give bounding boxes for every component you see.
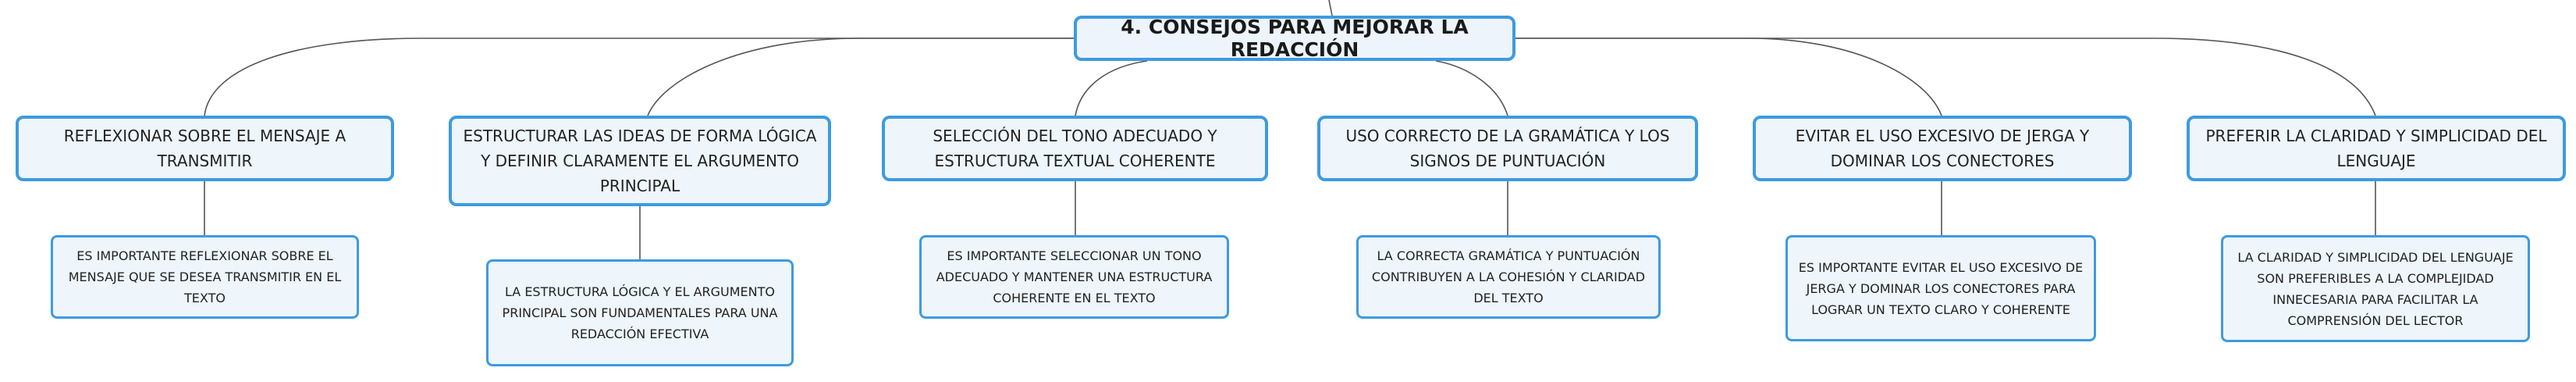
detail-node-3-text: ES IMPORTANTE SELECCIONAR UN TONO ADECUA… xyxy=(936,248,1213,305)
branch-node-5-label: EVITAR EL USO EXCESIVO DE JERGA Y DOMINA… xyxy=(1795,127,2090,170)
detail-node-2[interactable]: LA ESTRUCTURA LÓGICA Y EL ARGUMENTO PRIN… xyxy=(486,259,794,366)
connector-branch-5 xyxy=(1515,37,1942,116)
connector-branch-2 xyxy=(647,37,1074,116)
central-topic-label: 4. CONSEJOS PARA MEJORAR LA REDACCIÓN xyxy=(1121,16,1469,61)
detail-node-6-text: LA CLARIDAD Y SIMPLICIDAD DEL LENGUAJE S… xyxy=(2237,249,2514,328)
detail-node-5-text: ES IMPORTANTE EVITAR EL USO EXCESIVO DE … xyxy=(1798,259,2084,317)
branch-node-3[interactable]: SELECCIÓN DEL TONO ADECUADO Y ESTRUCTURA… xyxy=(882,116,1268,181)
connector-branch-4 xyxy=(1435,60,1508,116)
detail-node-4-text: LA CORRECTA GRAMÁTICA Y PUNTUACIÓN CONTR… xyxy=(1371,248,1646,305)
branch-node-5[interactable]: EVITAR EL USO EXCESIVO DE JERGA Y DOMINA… xyxy=(1753,116,2132,181)
connector-root-top xyxy=(1328,0,1333,16)
connector-branch-1 xyxy=(204,37,1074,116)
detail-node-2-text: LA ESTRUCTURA LÓGICA Y EL ARGUMENTO PRIN… xyxy=(502,284,778,341)
branch-node-4[interactable]: USO CORRECTO DE LA GRAMÁTICA Y LOS SIGNO… xyxy=(1317,116,1698,181)
branch-node-4-label: USO CORRECTO DE LA GRAMÁTICA Y LOS SIGNO… xyxy=(1345,127,1670,170)
branch-node-6[interactable]: PREFERIR LA CLARIDAD Y SIMPLICIDAD DEL L… xyxy=(2187,116,2566,181)
connector-branch-3 xyxy=(1075,60,1148,116)
detail-node-1[interactable]: ES IMPORTANTE REFLEXIONAR SOBRE EL MENSA… xyxy=(51,235,359,319)
detail-node-6[interactable]: LA CLARIDAD Y SIMPLICIDAD DEL LENGUAJE S… xyxy=(2221,235,2530,342)
branch-node-2-label: ESTRUCTURAR LAS IDEAS DE FORMA LÓGICA Y … xyxy=(463,127,817,195)
detail-node-3[interactable]: ES IMPORTANTE SELECCIONAR UN TONO ADECUA… xyxy=(919,235,1229,319)
central-topic[interactable]: 4. CONSEJOS PARA MEJORAR LA REDACCIÓN xyxy=(1074,16,1515,61)
branch-node-3-label: SELECCIÓN DEL TONO ADECUADO Y ESTRUCTURA… xyxy=(933,127,1217,170)
detail-node-5[interactable]: ES IMPORTANTE EVITAR EL USO EXCESIVO DE … xyxy=(1785,235,2096,341)
branch-node-6-label: PREFERIR LA CLARIDAD Y SIMPLICIDAD DEL L… xyxy=(2205,127,2547,170)
branch-node-1-label: REFLEXIONAR SOBRE EL MENSAJE A TRANSMITI… xyxy=(63,127,346,170)
detail-node-4[interactable]: LA CORRECTA GRAMÁTICA Y PUNTUACIÓN CONTR… xyxy=(1356,235,1661,319)
connector-branch-6 xyxy=(1515,37,2376,116)
branch-node-2[interactable]: ESTRUCTURAR LAS IDEAS DE FORMA LÓGICA Y … xyxy=(449,116,831,206)
detail-node-1-text: ES IMPORTANTE REFLEXIONAR SOBRE EL MENSA… xyxy=(68,248,342,305)
branch-node-1[interactable]: REFLEXIONAR SOBRE EL MENSAJE A TRANSMITI… xyxy=(16,116,394,181)
